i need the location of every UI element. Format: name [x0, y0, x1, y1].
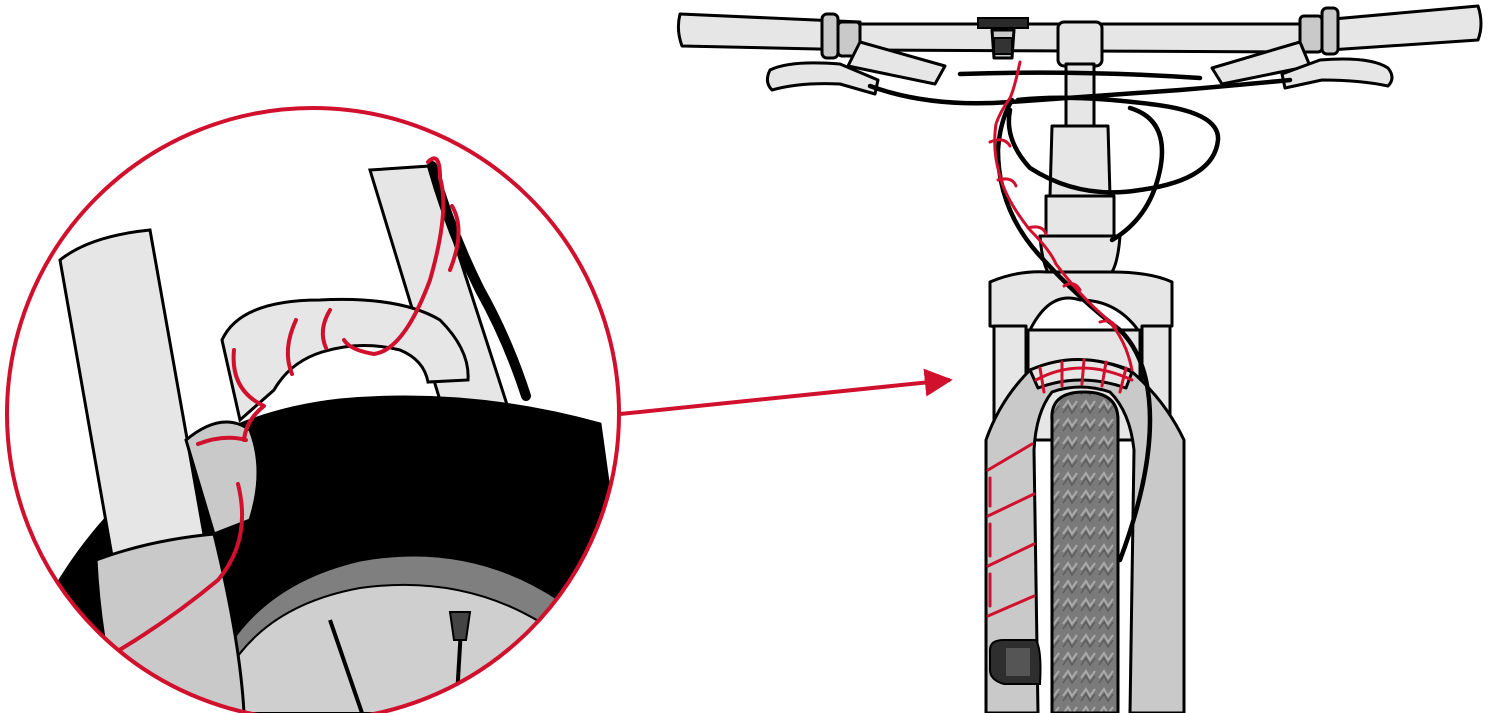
right-brake-lever	[1210, 40, 1394, 90]
arrow-right-icon	[619, 368, 953, 416]
brake-hoses	[867, 70, 1293, 563]
head-tube	[1038, 124, 1122, 274]
left-brake-lever	[765, 40, 947, 96]
front-tire	[1050, 390, 1120, 713]
fork-reflector	[989, 639, 1042, 685]
cable-ties-main	[986, 60, 1134, 618]
bar-device	[977, 17, 1029, 60]
left-grip	[820, 12, 862, 60]
right-grip	[1298, 6, 1340, 56]
magnifier-detail-icon	[5, 106, 621, 713]
bicycle-front-view-icon	[676, 4, 1483, 713]
